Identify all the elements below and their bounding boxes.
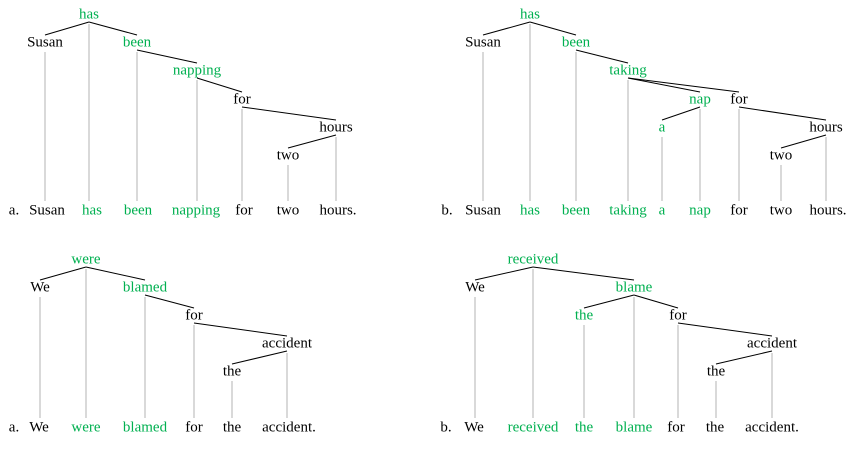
sentence-token: were xyxy=(71,419,101,436)
tree-node-word-been: been xyxy=(122,34,152,51)
dependency-edge xyxy=(738,106,827,121)
dependency-edge xyxy=(241,106,337,121)
tree-node-word-for: for xyxy=(669,307,687,324)
dependency-edge xyxy=(88,21,138,36)
sentence-token: has xyxy=(520,202,540,219)
dependency-edge xyxy=(85,266,146,281)
dependency-edge xyxy=(627,77,740,93)
example-label: b. xyxy=(441,202,453,219)
tree-node-word-blame: blame xyxy=(615,279,653,296)
sentence-token: hours. xyxy=(809,202,847,219)
tree-node-word-for: for xyxy=(233,91,251,108)
example-label: a. xyxy=(8,202,20,219)
dependency-edge xyxy=(287,134,337,149)
dependency-edge xyxy=(474,266,534,281)
dependency-edge xyxy=(780,134,827,149)
tree-node-word-We: We xyxy=(30,279,50,296)
dependency-edge xyxy=(633,294,679,309)
tree-node-word-accident: accident xyxy=(747,335,797,352)
dependency-edge xyxy=(583,294,635,309)
dependency-edge xyxy=(193,322,288,337)
dependency-edge xyxy=(136,49,198,64)
tree-node-word-a: a xyxy=(658,119,666,136)
sentence-token: napping xyxy=(171,202,221,219)
dependency-edge xyxy=(529,21,577,36)
tree-node-word-hours: hours xyxy=(809,119,843,136)
sentence-token: accident. xyxy=(262,419,316,436)
example-label: b. xyxy=(440,419,452,436)
tree-node-word-Susan: Susan xyxy=(27,34,63,51)
tree-node-word-hours: hours xyxy=(319,119,353,136)
sentence-token: has xyxy=(82,202,102,219)
sentence-token: nap xyxy=(689,202,711,219)
dependency-edge xyxy=(39,266,87,281)
dependency-edge xyxy=(144,294,195,309)
sentence-token: blame xyxy=(615,419,653,436)
tree-node-word-nap: nap xyxy=(689,91,711,108)
dependency-edge xyxy=(715,350,773,365)
tree-node-word-has: has xyxy=(520,6,540,23)
dependency-edge xyxy=(661,106,701,121)
tree-node-word-has: has xyxy=(79,6,99,23)
sentence-token: been xyxy=(123,202,153,219)
tree-node-word-the: the xyxy=(222,363,242,380)
sentence-token: hours. xyxy=(319,202,357,219)
sentence-token: the xyxy=(222,419,242,436)
sentence-token: taking xyxy=(609,202,647,219)
tree-node-word-the2: the xyxy=(706,363,726,380)
tree-node-word-for: for xyxy=(185,307,203,324)
tree-node-word-We: We xyxy=(465,279,485,296)
sentence-token: Susan xyxy=(465,202,501,219)
dependency-edge xyxy=(196,77,243,93)
dependency-edge xyxy=(532,266,635,281)
tree-node-word-for: for xyxy=(730,91,748,108)
sentence-token: been xyxy=(561,202,591,219)
dependency-edge xyxy=(482,21,531,36)
sentence-token: the xyxy=(574,419,594,436)
sentence-token: for xyxy=(235,202,253,219)
sentence-token: two xyxy=(769,202,793,219)
sentence-token: accident. xyxy=(745,419,799,436)
tree-node-word-two: two xyxy=(769,147,793,164)
tree-node-word-were: were xyxy=(71,251,101,268)
tree-node-word-napping: napping xyxy=(172,62,222,79)
dependency-edge xyxy=(44,21,90,36)
dependency-edge xyxy=(627,77,701,93)
dependency-edge xyxy=(677,322,773,337)
sentence-token: a xyxy=(658,202,666,219)
sentence-token: for xyxy=(730,202,748,219)
sentence-token: We xyxy=(464,419,484,436)
tree-node-word-two: two xyxy=(276,147,300,164)
sentence-token: Susan xyxy=(29,202,65,219)
sentence-token: blamed xyxy=(122,419,168,436)
sentence-token: We xyxy=(29,419,49,436)
sentence-token: for xyxy=(185,419,203,436)
tree-node-word-received: received xyxy=(507,251,559,268)
sentence-token: the xyxy=(705,419,725,436)
dependency-edge xyxy=(575,49,629,64)
tree-node-word-taking: taking xyxy=(609,62,647,79)
sentence-token: received xyxy=(507,419,559,436)
tree-node-word-accident: accident xyxy=(262,335,312,352)
tree-node-word-Susan: Susan xyxy=(465,34,501,51)
tree-node-word-the1: the xyxy=(574,307,594,324)
sentence-token: for xyxy=(667,419,685,436)
sentence-token: two xyxy=(276,202,300,219)
tree-node-word-blamed: blamed xyxy=(122,279,168,296)
tree-node-word-been: been xyxy=(561,34,591,51)
example-label: a. xyxy=(8,419,20,436)
dependency-edge xyxy=(231,350,288,365)
